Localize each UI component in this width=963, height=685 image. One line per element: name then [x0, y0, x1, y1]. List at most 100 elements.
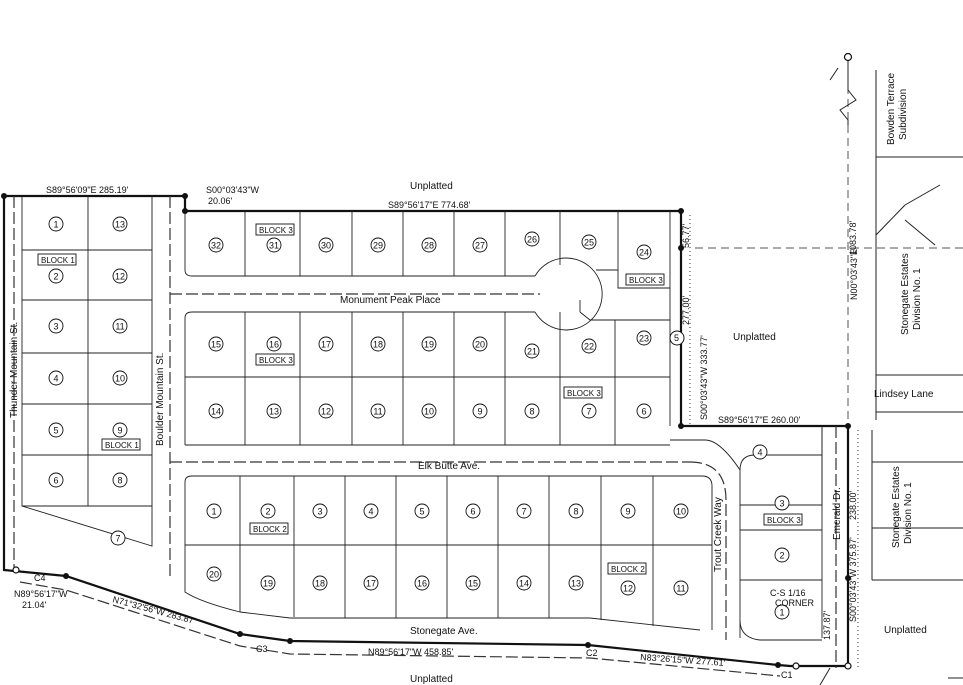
emerald-drive-label: Emerald Dr.: [832, 487, 843, 540]
lot-number: 20: [472, 336, 488, 352]
lot-number-circle: [318, 237, 334, 253]
lot-number: 6: [465, 503, 481, 519]
lot-number: 5: [414, 503, 430, 519]
lot-number: 5: [48, 422, 64, 438]
lot-number-text: 23: [639, 334, 649, 344]
lot-number-circle: [112, 370, 128, 386]
lot-number-text: 6: [53, 476, 58, 486]
lot-number-circle: [206, 566, 222, 582]
lot-number-text: 7: [521, 507, 526, 517]
bearing-south-east: N83°26'15"W 277.61': [640, 652, 726, 668]
lot-number: 7: [516, 503, 532, 519]
lot-number-circle: [516, 503, 532, 519]
block-1-lots: [21, 196, 153, 547]
lot-number-circle: [465, 503, 481, 519]
lot-number-circle: [774, 495, 790, 511]
block-3-label: BLOCK 3: [767, 516, 801, 525]
lot-number-text: 11: [115, 322, 124, 332]
lot-number-text: 31: [269, 241, 279, 251]
lot-number: 7: [581, 403, 597, 419]
lot-number-circle: [581, 234, 597, 250]
lot-number-circle: [414, 575, 430, 591]
lot-number-circle: [48, 318, 64, 334]
trout-creek-way-label: Trout Creek Way: [713, 497, 724, 572]
lot-number: 8: [524, 403, 540, 419]
lot-number: 13: [112, 216, 128, 232]
lot-number-circle: [620, 580, 636, 596]
lot-number-circle: [752, 444, 768, 460]
unplatted-east-label: Unplatted: [733, 332, 776, 343]
lot-number-text: 25: [584, 238, 594, 248]
street-labels: Thunder Mountain St. Boulder Mountain St…: [9, 295, 934, 637]
lot-number: 17: [363, 575, 379, 591]
lot-number-circle: [208, 403, 224, 419]
lot-number-circle: [620, 503, 636, 519]
lot-number: 17: [318, 336, 334, 352]
lot-number-text: 18: [373, 340, 383, 350]
lot-number-text: 13: [115, 220, 125, 230]
elk-butte-avenue-label: Elk Butte Ave.: [418, 461, 480, 472]
lot-number-circle: [465, 575, 481, 591]
unplatted-southeast-label: Unplatted: [884, 625, 927, 636]
lot-number-circle: [636, 244, 652, 260]
lot-number-text: 12: [321, 407, 331, 417]
lot-number-text: 15: [468, 579, 478, 589]
bearing-section-line: N00°03'43"E: [849, 249, 859, 300]
lot-number-circle: [516, 575, 532, 591]
lot-number: 12: [620, 580, 636, 596]
lot-number-circle: [266, 336, 282, 352]
lot-number-circle: [112, 216, 128, 232]
lot-number-text: 17: [321, 340, 331, 350]
lot-number: 15: [465, 575, 481, 591]
curve-c2-label: C2: [586, 648, 598, 658]
lot-number-text: 2: [265, 507, 270, 517]
lot-number-circle: [421, 237, 437, 253]
lot-number-circle: [472, 336, 488, 352]
lot-number-circle: [421, 403, 437, 419]
lot-number: 2: [774, 547, 790, 563]
cul-de-sac: [534, 257, 603, 331]
adjacent-lines: [689, 58, 963, 685]
lot-number: 18: [370, 336, 386, 352]
lot-number: 7: [110, 530, 126, 546]
lot-number-text: 4: [757, 448, 762, 458]
lot-number-text: 19: [263, 579, 273, 589]
bearing-emerald: S00°03'43"W 375.87': [848, 537, 858, 622]
lot-number-text: 16: [269, 340, 279, 350]
lot-number: 12: [112, 268, 128, 284]
lot-number-circle: [363, 575, 379, 591]
lot-number-circle: [48, 268, 64, 284]
lot-number: 21: [524, 343, 540, 359]
lot-number: 14: [516, 575, 532, 591]
lot-number-text: 18: [315, 579, 325, 589]
lot-number-circle: [112, 318, 128, 334]
block-1-label: BLOCK 1: [41, 256, 75, 265]
lot-number-circle: [370, 403, 386, 419]
lot-number-circle: [208, 237, 224, 253]
lot-number: 3: [312, 503, 328, 519]
lot-number-circle: [312, 575, 328, 591]
lot-number-text: 11: [373, 407, 382, 417]
lot-number: 24: [636, 244, 652, 260]
lot-number-text: 2: [53, 272, 58, 282]
lot-number-text: 3: [317, 507, 322, 517]
lot-number: 19: [260, 575, 276, 591]
lot-number-circle: [581, 338, 597, 354]
curve-c1-label: C1: [781, 670, 793, 680]
bearing-east-step: S89°56'17"E 260.00': [718, 415, 801, 425]
lot-number: 32: [208, 237, 224, 253]
distance-section-line: 1083.78': [848, 220, 858, 255]
lot-number-circle: [260, 503, 276, 519]
lot-number-text: 10: [115, 374, 125, 384]
lot-number-text: 14: [211, 407, 221, 417]
block-labels: BLOCK 1 BLOCK 1 BLOCK 3 BLOCK 3 BLOCK 3 …: [37, 223, 803, 575]
lot-number-circle: [414, 503, 430, 519]
lot-number-text: 5: [419, 507, 424, 517]
lot-number-circle: [48, 370, 64, 386]
distance-south-east: 137.87': [822, 610, 832, 640]
lot-number-circle: [636, 330, 652, 346]
lot-number: 11: [673, 580, 689, 596]
lot-number: 3: [774, 495, 790, 511]
